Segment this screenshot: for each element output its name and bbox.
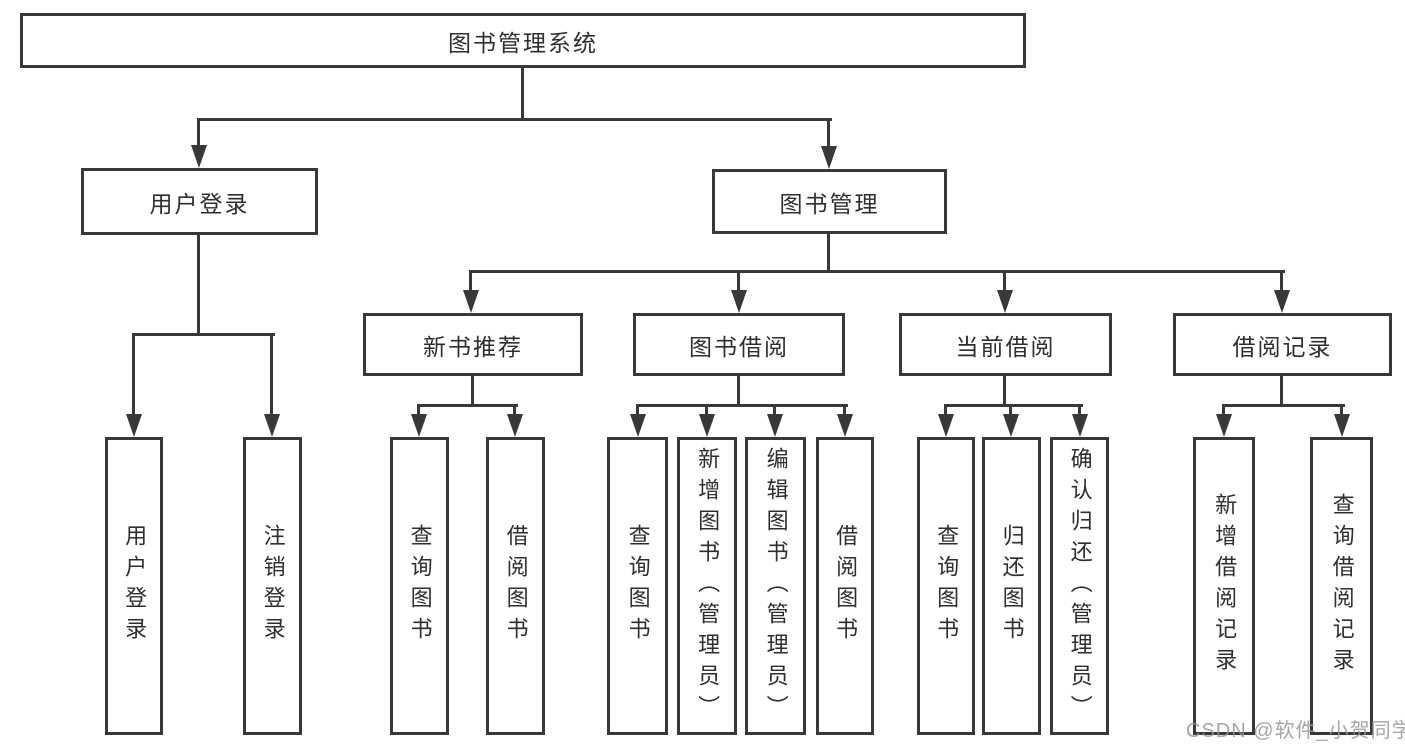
leaf-query-books-recommend: 查询图书 [390, 437, 449, 735]
node-label: 新书推荐 [423, 333, 523, 360]
arrowhead-down-icon [630, 414, 646, 437]
node-label: 用户登录 [149, 190, 250, 217]
leaf-edit-books-admin: 编辑图书（管理员） [745, 437, 806, 735]
leaf-query-books-borrow: 查询图书 [607, 437, 668, 735]
arrowhead-down-icon [837, 414, 853, 437]
leaf-user-login: 用户登录 [105, 437, 163, 735]
arrowhead-down-icon [821, 146, 837, 169]
connector-line [469, 270, 472, 292]
node-label: 新增借阅记录 [1212, 493, 1238, 679]
node-label: 编辑图书（管理员） [763, 446, 789, 726]
leaf-logout: 注销登录 [243, 437, 302, 735]
connector-line [1222, 404, 1225, 416]
node-label: 确认归还（管理员） [1067, 446, 1093, 726]
connector-line [636, 404, 639, 416]
arrowhead-down-icon [411, 414, 427, 437]
connector-line [843, 404, 846, 416]
connector-line [636, 404, 848, 407]
connector-line [197, 118, 832, 121]
connector-line [469, 270, 1285, 273]
arrowhead-down-icon [507, 414, 523, 437]
leaf-add-books-admin: 新增图书（管理员） [677, 437, 737, 735]
arrowhead-down-icon [1072, 414, 1088, 437]
connector-line [417, 404, 420, 416]
node-label: 查询图书 [625, 524, 651, 648]
node-label: 新增图书（管理员） [695, 446, 721, 726]
node-book-borrow: 图书借阅 [633, 313, 845, 376]
connector-line [944, 404, 1083, 407]
connector-line [1003, 376, 1006, 407]
connector-line [197, 235, 200, 336]
arrowhead-down-icon [997, 290, 1013, 313]
leaf-confirm-return-admin: 确认归还（管理员） [1050, 437, 1109, 735]
leaf-query-books-current: 查询图书 [917, 437, 975, 735]
connector-line [471, 376, 474, 407]
node-label: 当前借阅 [955, 333, 1056, 360]
node-label: 注销登录 [260, 524, 286, 648]
connector-line [417, 404, 518, 407]
arrowhead-down-icon [699, 414, 715, 437]
node-label: 查询图书 [934, 524, 960, 648]
leaf-return-books: 归还图书 [982, 437, 1041, 735]
arrowhead-down-icon [126, 414, 142, 437]
leaf-query-borrow-record: 查询借阅记录 [1310, 437, 1373, 735]
arrowhead-down-icon [767, 414, 783, 437]
connector-line [132, 333, 135, 416]
node-label: 图书管理系统 [448, 29, 598, 56]
connector-line [737, 270, 740, 292]
arrowhead-down-icon [191, 145, 207, 168]
connector-line [1078, 404, 1081, 416]
arrowhead-down-icon [264, 414, 280, 437]
connector-line [1280, 376, 1283, 407]
node-label: 查询图书 [407, 524, 433, 648]
arrowhead-down-icon [1334, 414, 1350, 437]
node-label: 图书借阅 [689, 333, 789, 360]
connector-line [944, 404, 947, 416]
connector-line [521, 68, 524, 121]
leaf-add-borrow-record: 新增借阅记录 [1193, 437, 1255, 735]
connector-line [270, 333, 273, 416]
connector-line [827, 234, 830, 273]
connector-line [197, 118, 200, 147]
connector-line [513, 404, 516, 416]
arrowhead-down-icon [1003, 414, 1019, 437]
arrowhead-down-icon [463, 290, 479, 313]
arrowhead-down-icon [1274, 290, 1290, 313]
node-label: 借阅记录 [1232, 333, 1333, 360]
connector-line [773, 404, 776, 416]
csdn-watermark: CSDN @软件_小贺同学 [1186, 720, 1405, 742]
node-book-management: 图书管理 [712, 169, 947, 234]
connector-line [705, 404, 708, 416]
arrowhead-down-icon [938, 414, 954, 437]
node-system-root: 图书管理系统 [20, 13, 1026, 68]
connector-line [1340, 404, 1343, 416]
node-borrow-record: 借阅记录 [1173, 313, 1392, 376]
node-new-book-recommend: 新书推荐 [363, 313, 583, 376]
node-current-borrow: 当前借阅 [899, 313, 1112, 376]
arrowhead-down-icon [731, 290, 747, 313]
connector-line [827, 118, 830, 148]
node-label: 图书管理 [779, 190, 880, 217]
connector-line [1222, 404, 1345, 407]
connector-line [1003, 270, 1006, 292]
arrowhead-down-icon [1216, 414, 1232, 437]
connector-line [1009, 404, 1012, 416]
node-label: 归还图书 [999, 524, 1025, 648]
connector-line [737, 376, 740, 407]
node-label: 查询借阅记录 [1329, 493, 1355, 679]
leaf-borrow-books: 借阅图书 [816, 437, 874, 735]
node-user-login: 用户登录 [81, 168, 318, 235]
leaf-borrow-books-recommend: 借阅图书 [486, 437, 545, 735]
node-label: 借阅图书 [833, 524, 859, 648]
node-label: 借阅图书 [503, 524, 529, 648]
connector-line [1280, 270, 1283, 292]
node-label: 用户登录 [122, 524, 148, 648]
connector-line [132, 333, 275, 336]
